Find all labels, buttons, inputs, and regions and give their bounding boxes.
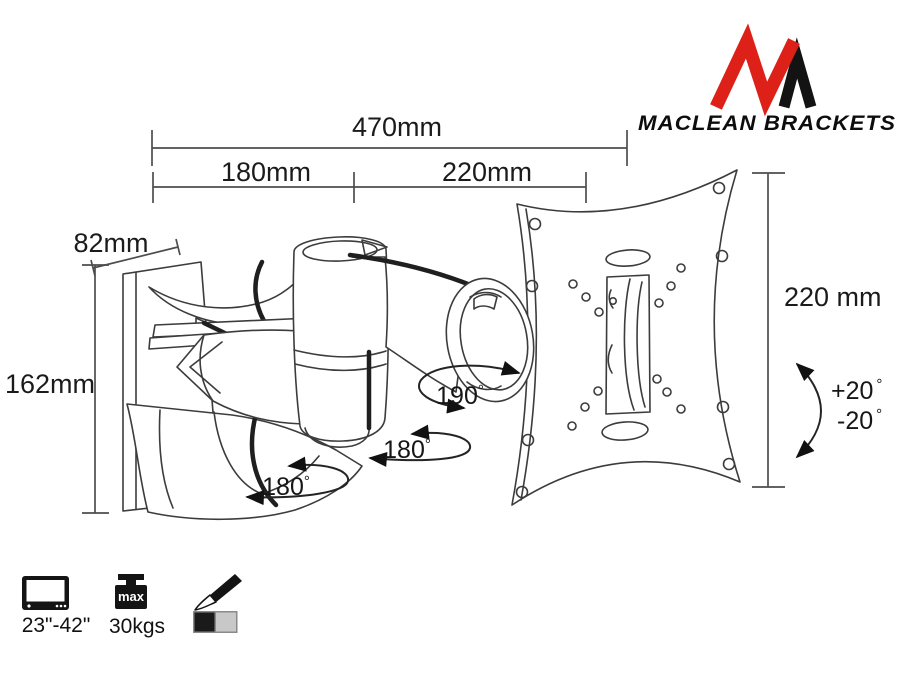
finish-spec bbox=[193, 574, 242, 633]
swivel-180-wall: 180° bbox=[245, 456, 350, 506]
dim-plate-width: 82mm bbox=[73, 228, 181, 277]
spec-icons: 23"-42" max 30kgs bbox=[22, 574, 242, 638]
swivel-190: 190° bbox=[418, 361, 521, 414]
wall-mount-drawing bbox=[122, 169, 741, 521]
dim-total-depth: 470mm bbox=[151, 112, 628, 166]
elbow-seam-1 bbox=[293, 349, 387, 358]
swivel-180-wall-label: 180° bbox=[262, 473, 310, 501]
front-tube-seam bbox=[347, 252, 476, 289]
vesa-screw-holes bbox=[567, 263, 686, 431]
brand-logo: MACLEAN BRACKETS bbox=[638, 23, 896, 135]
tilt-down-label: -20° bbox=[837, 406, 882, 435]
dimension-annotations: 470mm 180mm 220mm 82mm 162mm 220 mm bbox=[5, 112, 882, 514]
shoulder-cone-base bbox=[199, 334, 214, 402]
elbow-body bbox=[292, 236, 389, 442]
swivel-180-elbow-arrow bbox=[368, 424, 472, 467]
fin-inner-curve bbox=[158, 409, 174, 509]
cup-clip bbox=[473, 293, 498, 310]
vesa-slot-top bbox=[605, 249, 651, 267]
vesa-slot-clip-2 bbox=[607, 344, 613, 374]
dim-arm-sections: 180mm 220mm bbox=[152, 157, 587, 203]
vesa-slot-curve-1 bbox=[623, 278, 635, 411]
dim-82-label: 82mm bbox=[73, 228, 148, 258]
tilt-up-label: +20° bbox=[831, 376, 882, 405]
vesa-slot-clip-1 bbox=[608, 289, 614, 309]
cover-seam-top bbox=[253, 259, 267, 324]
shoulder-joint-arm bbox=[176, 329, 304, 425]
dim-220-label: 220mm bbox=[442, 157, 532, 187]
swatch-black bbox=[193, 611, 216, 633]
elbow-cap-rim bbox=[302, 240, 378, 262]
dim-82-tick-right bbox=[175, 238, 181, 256]
vesa-corner-holes bbox=[515, 181, 736, 499]
tv-icon bbox=[22, 576, 69, 610]
vesa-slot-curve-2 bbox=[636, 281, 646, 408]
elbow-seam-2 bbox=[294, 363, 387, 372]
max-badge: max bbox=[118, 589, 145, 604]
vesa-slot-bottom bbox=[601, 421, 649, 441]
swivel-190-label: 190° bbox=[436, 382, 484, 410]
swivel-180-elbow: 180° bbox=[368, 424, 472, 467]
elbow-bottom-lip bbox=[304, 427, 370, 448]
elbow-cap-notch bbox=[361, 239, 388, 256]
swatch-silver bbox=[214, 611, 238, 633]
dim-vesa-label: 220 mm bbox=[784, 282, 882, 312]
dim-162-label: 162mm bbox=[5, 369, 95, 399]
angle-annotations: 190° 180° 180° +20° -20° bbox=[245, 361, 882, 506]
logo-m-red-stroke bbox=[710, 23, 800, 117]
logo-m-black-stroke bbox=[778, 37, 817, 109]
tilt-arrow bbox=[795, 362, 823, 459]
max-weight-spec: max 30kgs bbox=[109, 574, 165, 638]
dim-plate-height: 162mm bbox=[5, 264, 109, 514]
weight-icon: max bbox=[115, 574, 147, 609]
screen-size-label: 23"-42" bbox=[22, 614, 91, 637]
swivel-180-elbow-label: 180° bbox=[383, 436, 431, 464]
dim-180-label: 180mm bbox=[221, 157, 311, 187]
vesa-plate bbox=[511, 169, 741, 506]
max-weight-label: 30kgs bbox=[109, 615, 165, 638]
swivel-180-wall-arrow bbox=[245, 456, 350, 506]
paintbrush-icon bbox=[194, 574, 242, 611]
brand-name: MACLEAN BRACKETS bbox=[638, 112, 896, 135]
vesa-plate-thickness bbox=[520, 208, 538, 501]
cup-top-detail bbox=[469, 291, 502, 298]
tilt-annotation: +20° -20° bbox=[795, 362, 882, 459]
swivel-190-arrow bbox=[418, 361, 521, 414]
elbow-cylinder bbox=[292, 236, 389, 448]
screen-size-spec: 23"-42" bbox=[22, 576, 91, 637]
color-swatch bbox=[193, 611, 238, 633]
shoulder-cone-inner bbox=[189, 341, 223, 394]
dim-470-label: 470mm bbox=[352, 112, 442, 142]
dim-vesa-height: 220 mm bbox=[752, 172, 882, 488]
